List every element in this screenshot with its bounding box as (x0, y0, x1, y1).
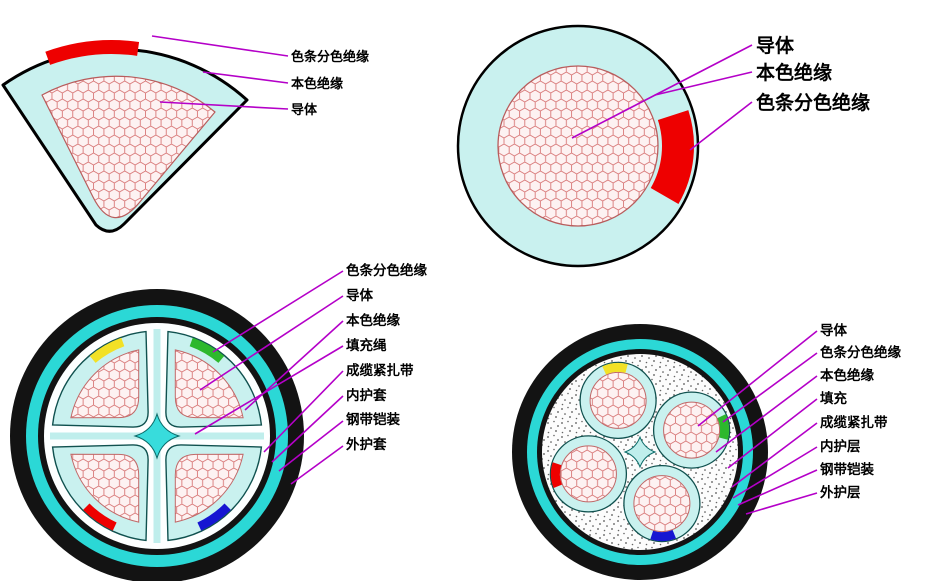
round-core-diagram: 导体 本色绝缘 色条分色绝缘 (456, 24, 870, 268)
stripe-red (550, 462, 563, 488)
leader-line (202, 71, 289, 84)
label-steel-armor: 钢带铠装 (820, 461, 874, 478)
label-outer-sheath: 外护层 (820, 484, 861, 501)
label-color-stripe: 色条分色绝缘 (756, 91, 870, 114)
leader-line (732, 446, 818, 499)
label-conductor: 导体 (820, 322, 848, 339)
leader-line (194, 345, 344, 435)
sector-conductor-se (174, 453, 244, 523)
label-binding-tape: 成缆紧扎带 (820, 414, 888, 431)
sector-core-diagram: 色条分色绝缘 本色绝缘 导体 (1, 35, 369, 233)
sector-cable-diagram: 色条分色绝缘 导体 本色绝缘 填充绳 成缆紧扎带 内护套 钢带铠装 外护套 (10, 262, 427, 581)
leader-line (278, 420, 344, 472)
label-inner-sheath: 内护套 (346, 387, 387, 404)
core-conductor-left (559, 445, 617, 503)
core-conductor-right (663, 401, 721, 459)
center-filler-star (133, 412, 181, 460)
round-core-conductor (497, 65, 659, 227)
leader-line (715, 375, 818, 453)
round-cable-leader-lines (697, 330, 818, 515)
leader-line (697, 330, 818, 427)
leader-line (263, 370, 344, 453)
stripe-yellow (602, 362, 628, 375)
label-inner-sheath: 内护层 (820, 438, 861, 455)
leader-line (571, 44, 753, 139)
round-core-color-stripe (650, 110, 694, 204)
label-filler: 填充 (820, 390, 848, 407)
label-conductor: 导体 (291, 102, 318, 118)
core-conductor-bottom (633, 475, 691, 533)
label-color-stripe: 色条分色绝缘 (346, 262, 427, 279)
label-insulation: 本色绝缘 (291, 76, 343, 92)
label-insulation: 本色绝缘 (756, 61, 832, 84)
leader-line (212, 270, 344, 353)
label-steel-armor: 钢带铠装 (346, 411, 400, 428)
leader-line (290, 445, 344, 485)
stripe-red (83, 503, 117, 531)
center-filler-star (623, 435, 657, 469)
label-outer-sheath: 外护套 (346, 436, 387, 453)
label-color-stripe: 色条分色绝缘 (820, 344, 901, 361)
label-insulation: 本色绝缘 (346, 312, 400, 329)
leader-line (151, 35, 289, 57)
stripe-yellow (89, 337, 125, 363)
label-binding-tape: 成缆紧扎带 (346, 362, 414, 379)
sector-core-leader-lines (151, 35, 289, 110)
leader-line (727, 398, 818, 469)
leader-line (159, 101, 289, 110)
leader-line (689, 101, 753, 151)
label-color-stripe: 色条分色绝缘 (291, 49, 369, 65)
leader-line (271, 395, 344, 463)
leader-line (745, 492, 818, 515)
sector-core-conductor (41, 75, 216, 219)
leader-line (654, 71, 753, 96)
stripe-blue (650, 529, 676, 542)
round-core-leader-lines (571, 44, 753, 151)
sector-cable-leader-lines (194, 270, 344, 485)
label-conductor: 导体 (756, 34, 795, 57)
sector-conductor-sw (70, 453, 140, 523)
sector-conductor-nw (70, 349, 140, 419)
leader-line (737, 469, 818, 506)
sector-core-color-stripe (45, 40, 140, 65)
core-conductor-top (589, 371, 647, 429)
label-conductor: 导体 (346, 287, 373, 304)
leader-line (199, 295, 344, 391)
label-filler-rope: 填充绳 (346, 337, 387, 354)
leader-line (731, 422, 818, 488)
stripe-blue (197, 503, 231, 531)
stripe-green (717, 414, 730, 440)
leader-line (722, 352, 818, 423)
stripe-green (189, 337, 225, 363)
label-insulation: 本色绝缘 (820, 367, 874, 384)
round-cable-diagram: 导体 色条分色绝缘 本色绝缘 填充 成缆紧扎带 内护层 钢带铠装 外护层 (512, 322, 901, 580)
